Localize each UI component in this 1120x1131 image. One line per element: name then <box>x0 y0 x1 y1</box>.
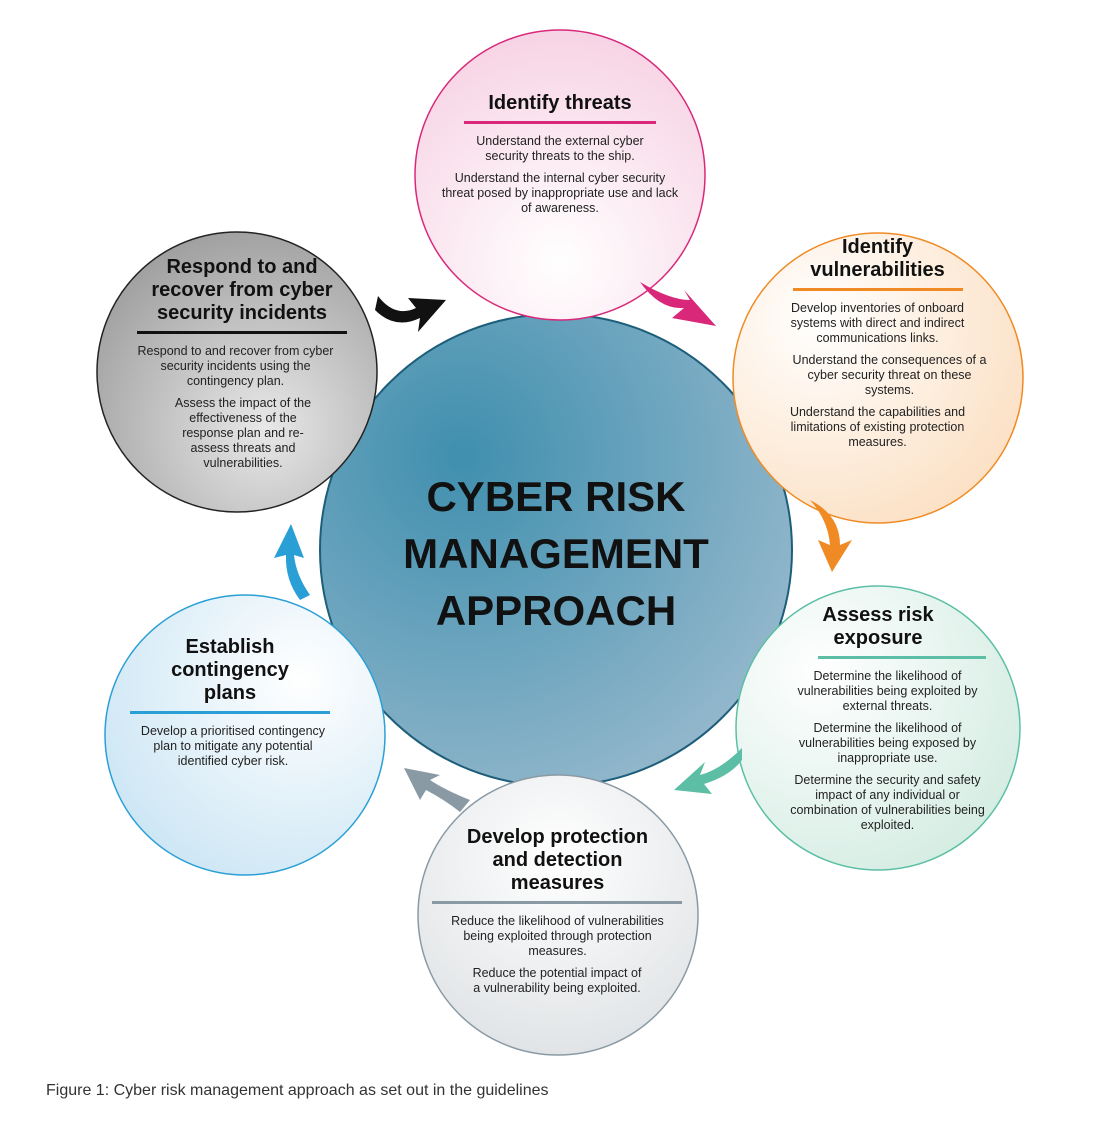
bubble-identify-threats <box>414 29 706 321</box>
step-text: Understand the internal cyber security t… <box>441 171 679 215</box>
step-text: Understand the capabilities and limitati… <box>789 405 966 449</box>
bubble-develop-protection <box>417 774 699 1056</box>
bubble-respond-recover <box>96 231 378 513</box>
step-text: Respond to and recover from cyber securi… <box>137 344 334 388</box>
step-identify-threats: Identify threats Understand the external… <box>440 92 680 223</box>
arrow-pink <box>640 282 716 326</box>
step-identify-vulnerabilities: Identify vulnerabilities Develop invento… <box>775 236 987 457</box>
step-develop-protection: Develop protection and detection measure… <box>432 826 682 1003</box>
arrow-gray <box>404 768 470 812</box>
step-text: Determine the likelihood of vulnerabilit… <box>798 721 977 765</box>
step-text: Reduce the likelihood of vulnerabilities… <box>451 914 664 958</box>
step-text: Determine the security and safety impact… <box>790 773 985 832</box>
step-text: Develop a prioritised contingency plan t… <box>140 724 326 768</box>
title-rule <box>818 656 986 659</box>
center-line: CYBER RISK <box>426 473 686 520</box>
step-text: Reduce the potential impact of a vulnera… <box>472 966 642 995</box>
step-text: Understand the external cyber security t… <box>476 134 644 163</box>
center-title: CYBER RISK MANAGEMENT APPROACH <box>330 468 782 639</box>
step-text: Understand the consequences of a cyber s… <box>792 353 987 397</box>
step-title: Identify threats <box>488 92 632 114</box>
step-assess-risk: Assess risk exposure Determine the likel… <box>780 604 995 840</box>
step-title: Establish contingency plans <box>171 636 289 704</box>
step-title: Identify vulnerabilities <box>810 236 945 281</box>
title-rule <box>130 711 330 714</box>
center-line: MANAGEMENT <box>403 530 709 577</box>
title-rule <box>464 121 656 124</box>
title-rule <box>792 288 963 291</box>
step-text: Develop inventories of onboard systems w… <box>790 301 965 345</box>
step-establish-contingency: Establish contingency plans Develop a pr… <box>125 636 335 776</box>
step-respond-recover: Respond to and recover from cyber securi… <box>128 256 356 478</box>
arrow-orange <box>810 500 852 572</box>
bubble-identify-vulnerabilities <box>732 232 1024 524</box>
step-title: Develop protection and detection measure… <box>466 826 649 894</box>
arrow-blue <box>274 524 310 600</box>
arrow-teal <box>674 748 742 794</box>
step-text: Assess the impact of the effectiveness o… <box>174 396 312 470</box>
step-title: Respond to and recover from cyber securi… <box>151 256 333 324</box>
figure-caption: Figure 1: Cyber risk management approach… <box>46 1082 549 1099</box>
title-rule <box>432 901 682 904</box>
step-title: Assess risk exposure <box>822 604 934 649</box>
center-line: APPROACH <box>435 587 677 634</box>
arrow-black <box>375 296 446 332</box>
title-rule <box>137 331 347 334</box>
bubble-establish-contingency <box>104 594 386 876</box>
step-text: Determine the likelihood of vulnerabilit… <box>797 669 978 713</box>
